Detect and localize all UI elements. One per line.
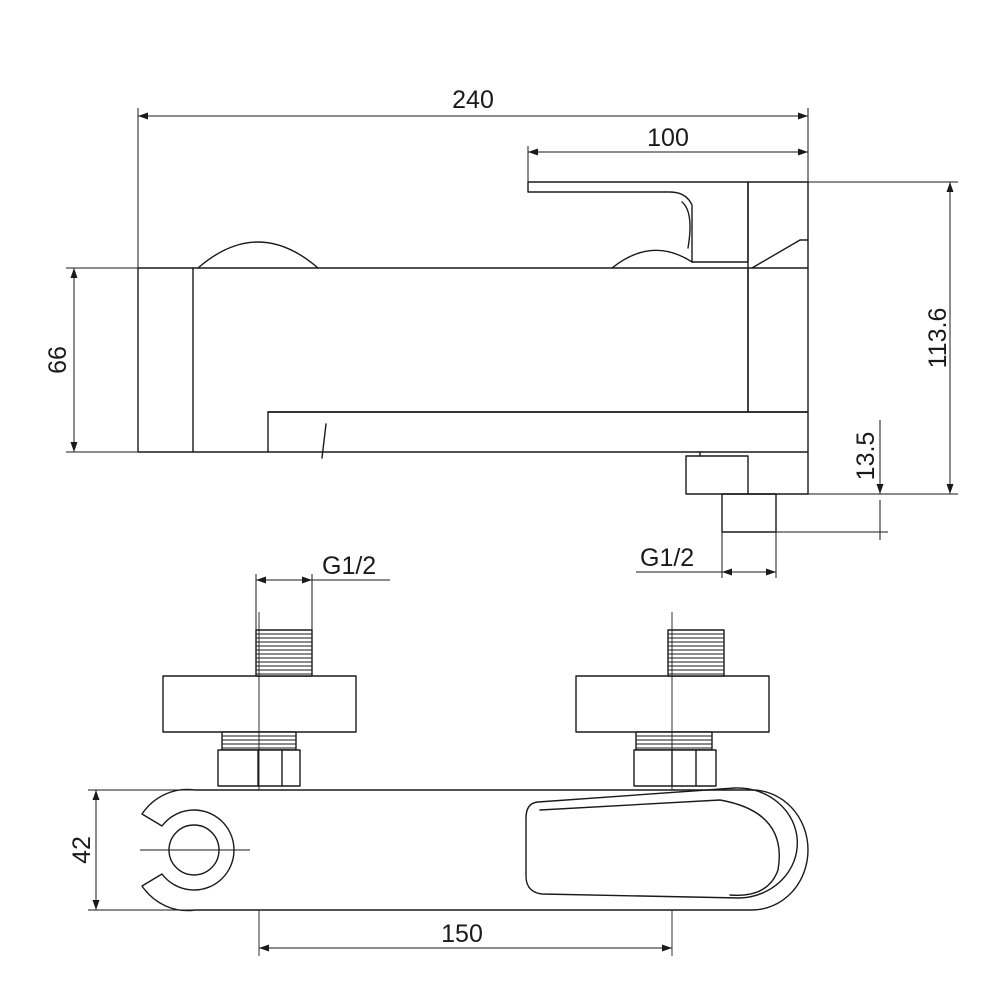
mixer-body-top <box>141 788 809 912</box>
dim-outlet-height: 13.5 <box>852 432 880 481</box>
lever-top-inner <box>539 799 780 896</box>
dim-body-height: 66 <box>44 346 72 374</box>
right-lower-thread <box>635 731 713 751</box>
dim-lever-length: 100 <box>647 124 689 152</box>
lever-handle <box>527 181 749 263</box>
right-cover-flange <box>575 675 770 733</box>
cartridge-housing <box>747 181 809 413</box>
top-view: G1/2 42 150 <box>68 552 809 956</box>
cartridge-chamfer <box>751 239 809 269</box>
right-inlet-thread <box>667 629 725 677</box>
lever-stem <box>681 201 691 249</box>
left-inlet-thread <box>255 629 313 677</box>
left-dome <box>197 241 319 269</box>
dim-width: 42 <box>68 836 96 864</box>
dim-total-height: 113.6 <box>924 308 952 369</box>
mixer-body <box>137 267 749 453</box>
right-hex-nut <box>633 749 717 787</box>
spout-tip-mark <box>321 423 327 459</box>
left-cover-flange <box>162 675 357 733</box>
dim-center-distance: 150 <box>441 920 483 948</box>
outlet-thread-label: G1/2 <box>640 544 694 572</box>
outlet-thread <box>721 493 777 533</box>
outlet-nut <box>685 455 749 495</box>
spout <box>267 411 809 453</box>
inlet-thread-label: G1/2 <box>322 552 376 580</box>
dim-overall-length: 240 <box>452 86 494 114</box>
right-dome <box>611 249 693 269</box>
left-inlet-connector <box>162 612 357 956</box>
right-inlet-connector <box>575 612 770 956</box>
side-view: 240 100 66 113.6 13.5 G1/2 <box>44 86 958 578</box>
lever-top <box>525 787 798 899</box>
